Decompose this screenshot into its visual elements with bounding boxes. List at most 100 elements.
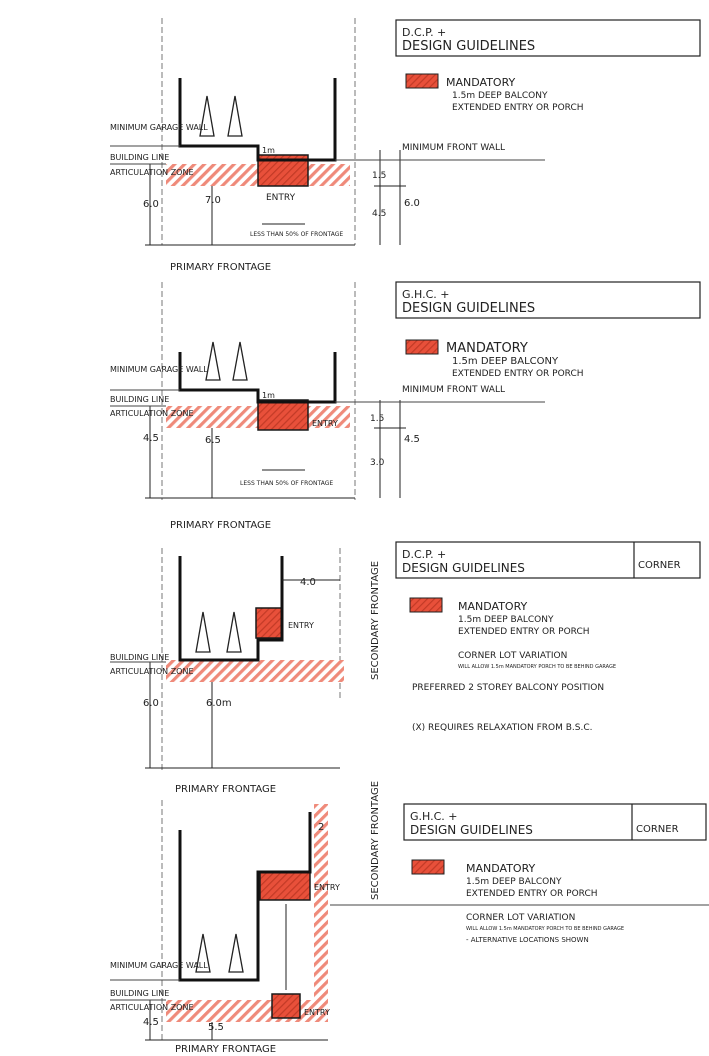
legend-2: 1.5m DEEP BALCONY [466, 877, 562, 887]
secondary-label: SECONDARY FRONTAGE [370, 781, 381, 900]
alt-porch [271, 993, 301, 1019]
car-icon [205, 341, 221, 381]
dim-width: 5.5 [208, 1022, 224, 1033]
header-corner: CORNER [638, 560, 681, 571]
dim-left: 6.0 [143, 698, 159, 709]
panel-1: 6.0 7.0 1.5 4.5 6.0 1m ENTRY LESS THAN 5… [110, 18, 701, 273]
legend-3: EXTENDED ENTRY OR PORCH [452, 369, 584, 379]
header-line2: DESIGN GUIDELINES [410, 823, 533, 837]
building-outline [178, 556, 284, 662]
dim-left: 4.5 [143, 433, 159, 444]
header-line1: G.H.C. + [410, 810, 458, 823]
header-box [395, 19, 701, 57]
left-label-1: MINIMUM GARAGE WALL [110, 365, 208, 374]
frontage-label: PRIMARY FRONTAGE [170, 520, 271, 531]
legend-1: MANDATORY [458, 600, 528, 613]
left-label-2: BUILDING LINE [110, 989, 169, 998]
frontage-label: PRIMARY FRONTAGE [175, 784, 276, 795]
right-label: MINIMUM FRONT WALL [402, 385, 505, 395]
note-1: CORNER LOT VARIATION [466, 913, 575, 923]
building-outline [178, 352, 337, 404]
legend-2: 1.5m DEEP BALCONY [452, 356, 559, 367]
header-box [395, 281, 701, 319]
note-1: CORNER LOT VARIATION [458, 651, 567, 661]
dim-top: 4.0 [300, 577, 316, 588]
header-line2: DESIGN GUIDELINES [402, 561, 525, 575]
dim-r3: 3.0 [370, 458, 385, 468]
legend-2: 1.5m DEEP BALCONY [458, 615, 554, 625]
car-icon [195, 933, 211, 973]
dim-width: 6.0m [206, 698, 232, 709]
left-label-2: BUILDING LINE [110, 395, 169, 404]
header-line2: DESIGN GUIDELINES [402, 301, 535, 316]
legend-1: MANDATORY [466, 862, 536, 875]
note-3: - ALTERNATIVE LOCATIONS SHOWN [466, 936, 589, 944]
header-line1: G.H.C. + [402, 288, 450, 301]
left-label-1: MINIMUM GARAGE WALL [110, 961, 208, 970]
left-label-2: ARTICULATION ZONE [110, 667, 194, 676]
header-line1: D.C.P. + [402, 26, 446, 39]
legend-2: 1.5m DEEP BALCONY [452, 91, 548, 101]
note-4: (X) REQUIRES RELAXATION FROM B.S.C. [412, 723, 593, 733]
dim-r1: 1.5 [372, 171, 386, 181]
left-label-3: ARTICULATION ZONE [110, 409, 194, 418]
dim-top: 2 [318, 822, 324, 833]
articulation-zone [166, 660, 344, 682]
dim-note: LESS THAN 50% OF FRONTAGE [240, 480, 333, 487]
dim-r2: 4.5 [372, 209, 386, 219]
building-outline [178, 812, 312, 982]
dim-offset: 1m [262, 391, 275, 400]
mandatory-swatch [411, 859, 445, 875]
car-icon [226, 611, 242, 653]
note-3: PREFERRED 2 STOREY BALCONY POSITION [412, 683, 604, 693]
mandatory-swatch [405, 73, 439, 89]
header-box [395, 541, 701, 579]
dim-width: 7.0 [205, 195, 221, 206]
dim-width: 6.5 [205, 435, 221, 446]
dim-note: LESS THAN 50% OF FRONTAGE [250, 231, 343, 238]
entry-label: ENTRY [312, 419, 338, 428]
car-icon [199, 95, 215, 137]
legend-1: MANDATORY [446, 76, 516, 89]
header-box [403, 803, 707, 841]
mandatory-swatch [409, 597, 443, 613]
header-line2: DESIGN GUIDELINES [402, 39, 535, 54]
legend-1: MANDATORY [446, 341, 528, 356]
secondary-articulation-zone [314, 804, 328, 1000]
car-icon [232, 341, 248, 381]
dim-r3: 6.0 [404, 198, 420, 209]
secondary-label: SECONDARY FRONTAGE [370, 561, 381, 680]
car-icon [195, 611, 211, 653]
frontage-label: PRIMARY FRONTAGE [175, 1044, 276, 1055]
left-label-3: ARTICULATION ZONE [110, 168, 194, 177]
frontage-label: PRIMARY FRONTAGE [170, 262, 271, 273]
building-outline [178, 78, 337, 162]
entry-label: ENTRY [266, 193, 296, 203]
left-label-1: BUILDING LINE [110, 653, 169, 662]
dim-r2: 4.5 [404, 434, 420, 445]
mandatory-porch [259, 871, 311, 901]
left-label-2: BUILDING LINE [110, 153, 169, 162]
dim-left: 4.5 [143, 1017, 159, 1028]
note-2: WILL ALLOW 1.5m MANDATORY PORCH TO BE BE… [458, 664, 616, 670]
legend-3: EXTENDED ENTRY OR PORCH [458, 627, 590, 637]
car-icon [227, 95, 243, 137]
legend-3: EXTENDED ENTRY OR PORCH [466, 889, 598, 899]
mandatory-porch [255, 607, 283, 639]
header-line1: D.C.P. + [402, 548, 446, 561]
legend-3: EXTENDED ENTRY OR PORCH [452, 103, 584, 113]
entry-label: ENTRY [314, 883, 340, 892]
entry-label: ENTRY [288, 621, 314, 630]
dim-left: 6.0 [143, 199, 159, 210]
note-2: WILL ALLOW 1.5m MANDATORY PORCH TO BE BE… [466, 926, 624, 932]
dim-offset: 1m [262, 146, 275, 155]
entry-label-2: ENTRY [304, 1008, 330, 1017]
left-label-1: MINIMUM GARAGE WALL [110, 123, 208, 132]
header-corner: CORNER [636, 824, 679, 835]
dim-r1: 1.5 [370, 414, 384, 424]
mandatory-porch [257, 399, 309, 431]
panel-3: 6.0 6.0m 4.0 ENTRY BUILDING LINE ARTICUL… [110, 541, 701, 795]
left-label-3: ARTICULATION ZONE [110, 1003, 194, 1012]
right-label: MINIMUM FRONT WALL [402, 143, 505, 153]
